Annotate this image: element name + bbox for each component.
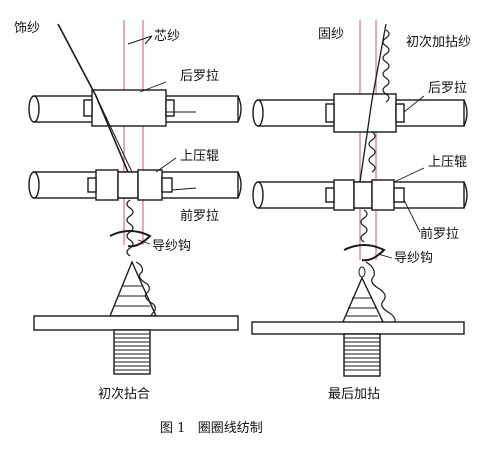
left-label-core-yarn: 芯纱 xyxy=(154,29,180,44)
left-decor-yarn-arrow xyxy=(95,95,133,173)
left-loop-yarn xyxy=(126,199,134,257)
right-label-front-roller: 前罗拉 xyxy=(420,226,459,242)
left-label-top-roller: 上压辊 xyxy=(180,149,219,164)
left-front-roller xyxy=(28,169,242,201)
right-front-roller xyxy=(252,179,468,211)
figure-caption: 图 1 圈圈线纺制 xyxy=(160,421,263,436)
left-cone-loops xyxy=(135,261,157,323)
left-subtitle: 初次拈合 xyxy=(98,386,150,402)
right-binding-yarn xyxy=(359,23,387,183)
left-base-plate xyxy=(33,315,239,331)
right-label-yarn-guide: 导纱钩 xyxy=(394,251,433,266)
right-back-roller xyxy=(252,93,468,133)
left-label-decor-yarn: 饰纱 xyxy=(14,21,40,36)
left-spindle xyxy=(113,329,151,375)
left-label-front-roller: 前罗拉 xyxy=(180,208,219,224)
left-label-yarn-guide: 导纱钩 xyxy=(152,239,191,254)
right-base-plate xyxy=(251,321,465,335)
right-label-top-roller: 上压辊 xyxy=(428,155,467,170)
right-label-back-roller: 后罗拉 xyxy=(428,81,467,96)
right-subtitle: 最后加拈 xyxy=(328,387,380,402)
right-twisted-yarn xyxy=(360,29,390,243)
right-cone xyxy=(340,276,386,325)
left-yarn-guide xyxy=(109,230,152,248)
right-cone-loops xyxy=(365,261,396,325)
left-label-back-roller: 后罗拉 xyxy=(180,69,219,84)
left-back-roller xyxy=(28,89,242,127)
right-label-binding-yarn: 固纱 xyxy=(318,27,344,42)
right-panel xyxy=(251,20,468,377)
right-yarn-guide xyxy=(343,244,386,262)
right-spindle xyxy=(343,333,381,377)
left-panel xyxy=(28,20,242,375)
right-label-first-twist-yarn: 初次加拈纱 xyxy=(406,34,471,50)
